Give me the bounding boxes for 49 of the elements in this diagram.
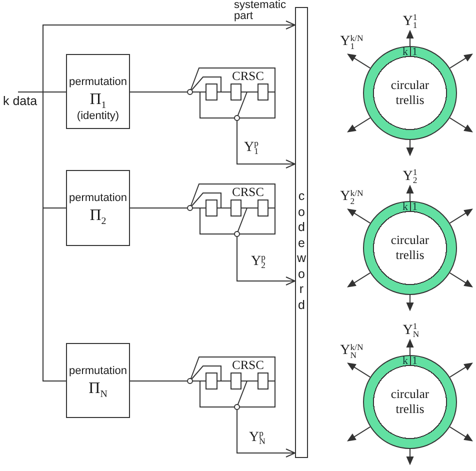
arrow	[348, 117, 371, 132]
index-label: 1	[412, 356, 418, 366]
input-label: k data	[3, 92, 38, 110]
permutation-box	[66, 343, 130, 418]
arrow	[449, 54, 472, 69]
index-label: k	[402, 202, 408, 212]
symbol-label: Π$_{1}$	[90, 91, 106, 108]
arrow	[406, 30, 414, 46]
arrow	[348, 362, 371, 378]
connector-line	[18, 92, 66, 382]
permutation-box	[66, 170, 130, 246]
ring-label: circular trellis	[390, 78, 430, 108]
arrow	[348, 426, 371, 442]
block-title: CRSC	[232, 186, 264, 199]
arrow	[406, 340, 414, 356]
block-title: permutation	[68, 191, 128, 206]
ring-label: circular trellis	[390, 387, 430, 417]
block-title: permutation	[68, 364, 128, 379]
arrow	[406, 448, 414, 464]
index-label: 1	[412, 47, 418, 57]
note-label: (identity)	[76, 109, 120, 124]
symbol-label: Π$_{N}$	[88, 380, 108, 397]
symbol-label: Π$_{2}$	[90, 207, 106, 224]
bar-label: codeword	[296, 189, 306, 313]
block-title: CRSC	[232, 359, 264, 372]
ring-label: circular trellis	[390, 233, 430, 263]
arrow	[236, 236, 296, 286]
index-label: 1	[412, 202, 418, 212]
index-label: k	[402, 356, 408, 366]
arrow	[236, 408, 296, 458]
arrow	[348, 272, 371, 288]
arrow	[348, 54, 371, 69]
block-title: CRSC	[232, 70, 264, 83]
arrow	[348, 208, 371, 224]
block-title: permutation	[68, 75, 128, 90]
arrow	[406, 140, 414, 156]
arrow	[406, 294, 414, 310]
index-label: k	[402, 47, 408, 57]
codeword-bar	[295, 7, 308, 458]
arrow	[449, 362, 472, 378]
arrow	[449, 208, 472, 224]
connector-line	[130, 380, 188, 382]
arrow	[406, 186, 414, 202]
arrow	[236, 120, 296, 168]
edge-label: systematic part	[234, 0, 286, 22]
arrow	[449, 426, 472, 442]
arrow	[449, 117, 472, 132]
arrow	[449, 272, 472, 288]
permutation-box	[66, 54, 130, 129]
